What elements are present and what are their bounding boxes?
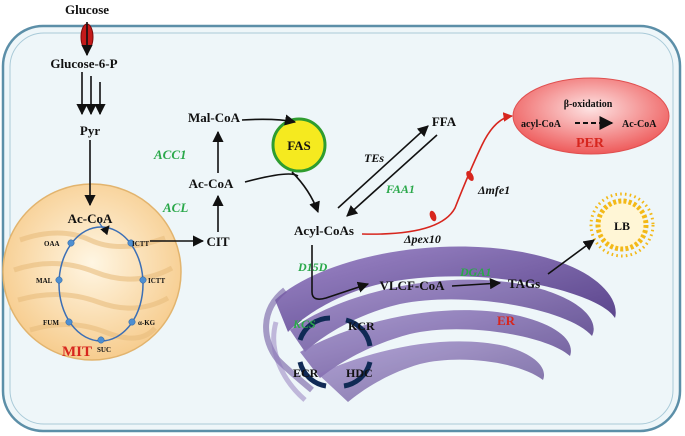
label-vlcf-coa: VLCF-CoA [380, 278, 446, 293]
label-suc: SUC [97, 346, 111, 354]
label-lb: LB [614, 219, 630, 233]
label-hdc: HDC [346, 366, 373, 380]
arrow-accoa-fas [244, 173, 299, 183]
label-acc1: ACC1 [153, 147, 187, 162]
arrow-vlcfcoa-tags [451, 278, 502, 290]
label-ac-coa-mit: Ac-CoA [68, 211, 113, 226]
fas-complex [271, 117, 327, 173]
block-pex10 [429, 210, 437, 222]
peroxisome [512, 77, 670, 155]
label-ac-coa: Ac-CoA [189, 176, 234, 191]
cell-inner [9, 32, 674, 425]
label-mit: MIT [62, 344, 92, 360]
arrow-malcoa-fas [241, 114, 297, 126]
arrow-acylcoas-per [361, 112, 513, 235]
tca-node-ictt-right [139, 276, 147, 284]
label-per-acyl-coa: acyl-CoA [521, 119, 562, 130]
arrow-fas-acylcoas [291, 171, 320, 214]
label-mfe1: Δmfe1 [477, 183, 510, 197]
label-glucose-6-p: Glucose-6-P [50, 56, 117, 71]
label-oaa: OAA [44, 240, 60, 248]
label-pex10: Δpex10 [403, 232, 441, 246]
endoplasmic-reticulum [263, 246, 616, 402]
label-ictt-top: ICTT [132, 240, 149, 248]
arrow-d15d-vlcfcoa [311, 281, 370, 300]
label-glucose: Glucose [65, 2, 109, 17]
tca-node-mal [55, 276, 63, 284]
label-akg: α-KG [138, 319, 156, 327]
label-faa1: FAA1 [385, 182, 415, 196]
label-ictt-right: ICTT [148, 277, 165, 285]
block-mfe1 [466, 171, 474, 181]
label-ecr: ECR [293, 366, 319, 380]
label-ffa: FFA [432, 114, 457, 129]
label-tags: TAGs [508, 276, 540, 291]
tca-node-suc [97, 336, 105, 344]
label-cit: CIT [206, 234, 229, 249]
label-d15d: D15D [297, 260, 328, 274]
tca-node-ictt-top [127, 239, 135, 247]
label-dga1: DGA1 [459, 265, 491, 279]
tca-node-fum [65, 318, 73, 326]
label-er: ER [497, 313, 516, 328]
arrow-acylcoas-ffa [337, 125, 429, 209]
label-per-ac-coa: Ac-CoA [622, 119, 657, 130]
label-kcr: KCR [348, 319, 375, 333]
label-pyr: Pyr [80, 123, 100, 138]
arrow-ffa-acylcoas [346, 134, 438, 217]
label-tes: TEs [364, 151, 384, 165]
label-fas: FAS [287, 138, 311, 153]
arrow-tags-lb [547, 239, 595, 275]
label-acl: ACL [162, 200, 188, 215]
label-mal: MAL [36, 277, 53, 285]
lipid-body-icon [589, 192, 655, 258]
label-per: PER [576, 136, 605, 151]
label-kcs: KCS [292, 317, 316, 331]
label-fum: FUM [43, 319, 59, 327]
tca-node-akg [128, 318, 136, 326]
label-mal-coa: Mal-CoA [188, 110, 241, 125]
tca-node-oaa [67, 239, 75, 247]
label-acyl-coas: Acyl-CoAs [294, 223, 354, 238]
label-beta-oxidation: β-oxidation [564, 99, 613, 110]
elongation-cycle [297, 315, 373, 389]
